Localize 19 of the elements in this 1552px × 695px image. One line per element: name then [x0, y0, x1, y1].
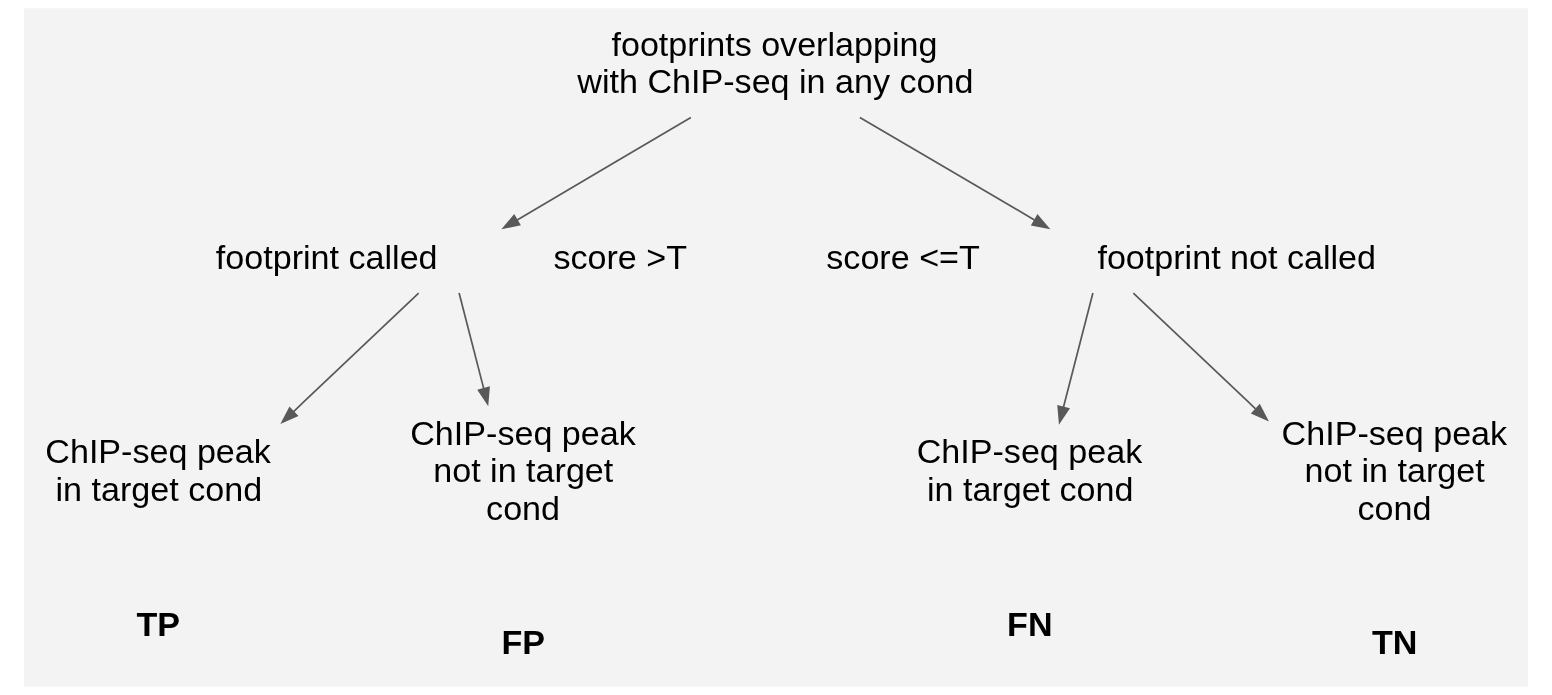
node-label: footprint not called	[1097, 238, 1377, 277]
node-label: FP	[501, 623, 546, 662]
node-text: ChIP-seq peak not in target cond	[410, 413, 636, 527]
arrow	[280, 292, 420, 425]
node-text: ChIP-seq peak in target cond	[45, 432, 271, 508]
arrow	[859, 116, 1051, 230]
arrow	[501, 116, 692, 230]
node-label: FN	[1007, 604, 1053, 643]
node-label: TP	[136, 604, 181, 643]
node-label: TN	[1371, 623, 1418, 662]
node-text: ChIP-seq peak not in target cond	[1281, 413, 1508, 527]
arrow	[1057, 292, 1094, 425]
node-text: score <=T	[826, 238, 980, 277]
node-label: footprint called	[215, 238, 438, 277]
node-text: ChIP-seq peak in target cond	[916, 432, 1143, 508]
arrow	[458, 292, 490, 407]
arrow	[1132, 292, 1269, 422]
node-text: footprints overlapping with ChIP-seq in any cond	[577, 24, 974, 101]
node-text: score >T	[553, 238, 688, 277]
